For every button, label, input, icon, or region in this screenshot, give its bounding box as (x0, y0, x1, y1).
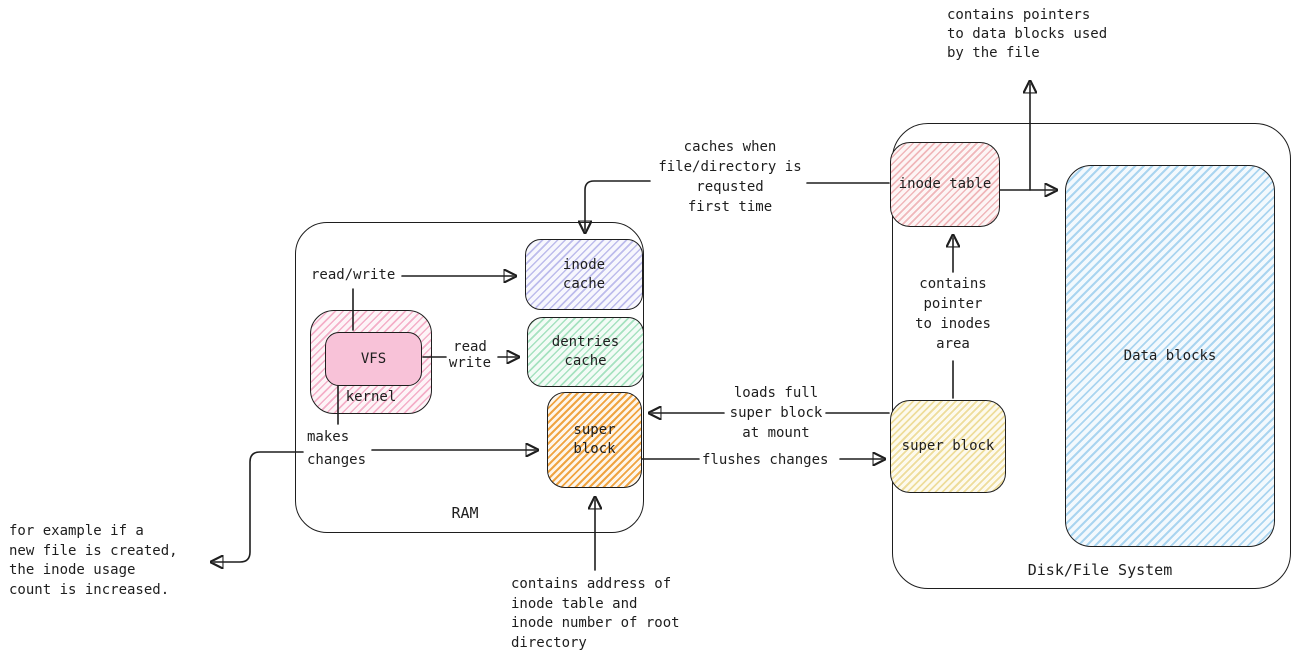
note-caches-when: caches when file/directory is requsted f… (658, 139, 802, 215)
disk-super-block-label: super block (901, 438, 995, 454)
note-contains-pointer-inodes: contains pointer to inodes area (915, 276, 991, 352)
note-contains-pointers-data-blocks: contains pointers to data blocks used by… (947, 7, 1108, 61)
label-flushes-changes: flushes changes (702, 452, 829, 468)
label-read-write-inode: read/write (311, 267, 396, 283)
note-contains-address-root: contains address of inode table and inod… (511, 576, 680, 651)
arrow-makes-changes-to-example-note (214, 451, 304, 562)
note-loads-full-super-block: loads full super block at mount (729, 385, 823, 441)
ram-label: RAM (451, 504, 479, 522)
ram-super-block-label: super block (573, 422, 616, 457)
data-blocks-box: Data blocks (1065, 165, 1275, 547)
dentries-cache-label: dentries cache (551, 334, 620, 369)
dentries-cache-box: dentries cache (527, 317, 644, 387)
inode-cache-label: inode cache (562, 256, 606, 292)
vfs-label: VFS (360, 350, 387, 367)
label-makes-changes: makes changes (307, 429, 367, 468)
vfs-box: VFS (325, 332, 422, 386)
label-read-write-dentries: read write (448, 339, 492, 371)
note-for-example-inode-usage: for example if a new file is created, th… (9, 523, 178, 598)
disk-super-block-box: super block (890, 400, 1006, 493)
disk-filesystem-label: Disk/File System (1027, 561, 1173, 579)
kernel-label: kernel (345, 389, 397, 405)
ram-super-block-box: super block (547, 392, 642, 488)
inode-cache-box: inode cache (525, 239, 643, 310)
inode-table-box: inode table (890, 142, 1000, 227)
data-blocks-label: Data blocks (1123, 347, 1217, 364)
inode-table-label: inode table (898, 176, 992, 192)
